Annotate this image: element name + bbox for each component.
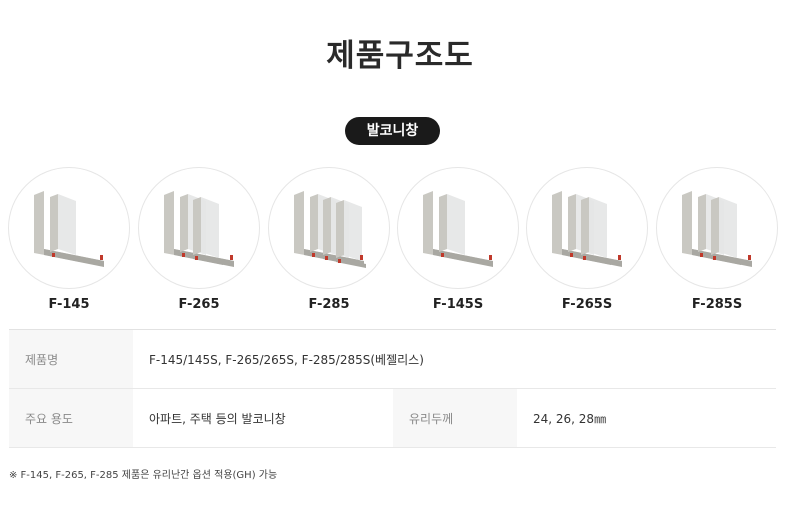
product-name: F-265 — [178, 297, 220, 312]
spec-label: 유리두께 — [393, 388, 517, 448]
window-profile-icon — [682, 191, 752, 267]
footnote: ※ F-145, F-265, F-285 제품은 유리난간 옵션 적용(GH)… — [9, 470, 278, 481]
spec-label: 제품명 — [9, 329, 133, 389]
product-image-circle — [656, 167, 778, 289]
product-card[interactable]: F-285S — [656, 167, 778, 312]
spec-label: 주요 용도 — [9, 388, 133, 448]
product-image-circle — [138, 167, 260, 289]
window-profile-icon — [552, 191, 622, 267]
spec-value: F-145/145S, F-265/265S, F-285/285S(베젤리스) — [133, 329, 776, 389]
product-card[interactable]: F-265 — [138, 167, 260, 312]
window-profile-icon — [423, 191, 493, 267]
table-row: 주요 용도 아파트, 주택 등의 발코니창 유리두께 24, 26, 28㎜ — [9, 388, 776, 448]
product-name: F-285 — [308, 297, 350, 312]
product-name: F-145S — [432, 297, 484, 312]
product-card[interactable]: F-145S — [397, 167, 519, 312]
product-name: F-145 — [48, 297, 90, 312]
product-image-circle — [8, 167, 130, 289]
product-list: F-145 F-265 F-285 F-145S F-265S F-285S — [8, 167, 788, 317]
product-image-circle — [526, 167, 648, 289]
window-profile-icon — [164, 191, 234, 267]
window-profile-icon — [294, 191, 366, 268]
product-image-circle — [397, 167, 519, 289]
product-card[interactable]: F-145 — [8, 167, 130, 312]
window-profile-icon — [34, 191, 104, 267]
product-name: F-265S — [561, 297, 613, 312]
product-card[interactable]: F-265S — [526, 167, 648, 312]
product-name: F-285S — [691, 297, 743, 312]
spec-table: 제품명 F-145/145S, F-265/265S, F-285/285S(베… — [9, 329, 776, 448]
spec-value: 24, 26, 28㎜ — [517, 388, 776, 448]
product-card[interactable]: F-285 — [268, 167, 390, 312]
table-row: 제품명 F-145/145S, F-265/265S, F-285/285S(베… — [9, 329, 776, 389]
category-tab-balcony[interactable]: 발코니창 — [345, 117, 440, 145]
product-image-circle — [268, 167, 390, 289]
page-title: 제품구조도 — [326, 38, 474, 74]
spec-value: 아파트, 주택 등의 발코니창 — [133, 388, 393, 448]
